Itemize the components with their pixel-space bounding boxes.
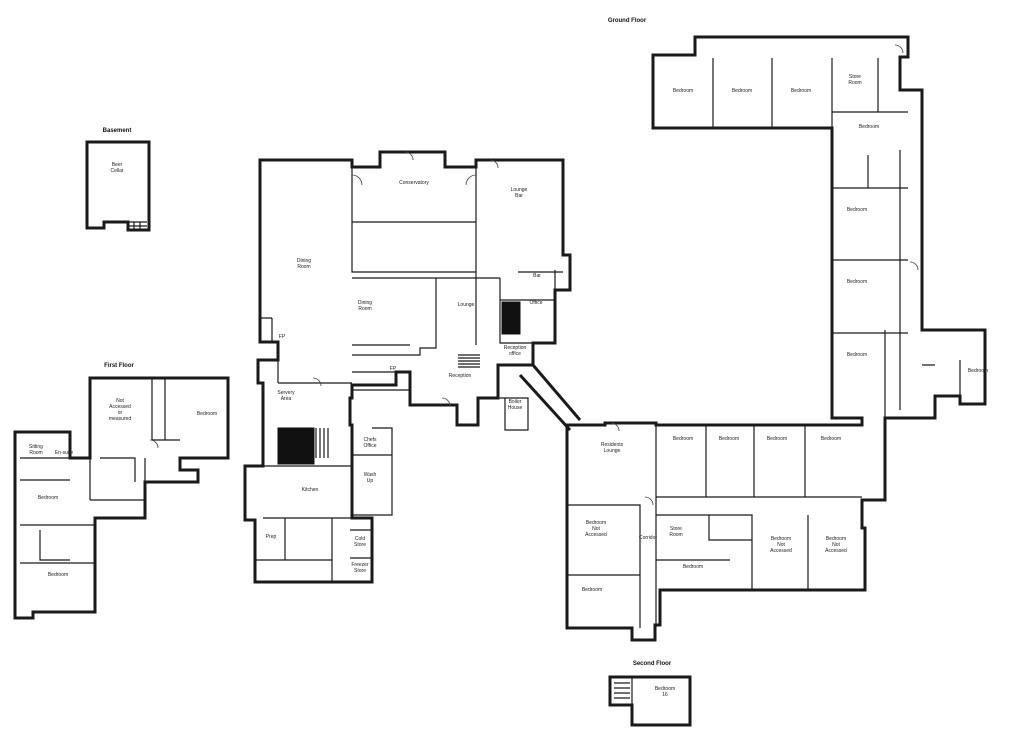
room-first-bedroom-2: Bedroom — [37, 495, 59, 501]
first-floor-title: First Floor — [104, 363, 134, 369]
room-bedroom-east-5: Bedroom — [846, 207, 868, 213]
room-fp-1: FP — [278, 334, 286, 340]
room-bedroom-east-1: Bedroom — [672, 88, 694, 94]
doors — [149, 44, 919, 506]
room-cold-store: Cold Store — [354, 536, 366, 548]
room-bedroom-east-2: Bedroom — [731, 88, 753, 94]
room-beer-cellar: Beer Cellar — [110, 162, 124, 174]
room-servery: Servery Area — [277, 390, 295, 402]
main-building — [243, 150, 572, 584]
room-bedroom-east-7: Bedroom — [846, 352, 868, 358]
room-first-bedroom-1: Bedroom — [196, 411, 218, 417]
room-prep: Prep — [265, 534, 277, 540]
room-first-bedroom-3: Bedroom — [47, 572, 69, 578]
room-residents-lounge: Residents Lounge — [600, 442, 624, 454]
room-bedroom-east-6: Bedroom — [846, 279, 868, 285]
basement-title: Basement — [102, 128, 132, 134]
room-bedroom-16: Bedroom 16 — [654, 686, 676, 698]
room-freezer-store: Freezer Store — [351, 562, 369, 574]
room-kitchen: Kitchen — [301, 487, 319, 493]
room-dining-2: Dining Room — [357, 300, 373, 312]
room-first-not-accessed: Not Accessed or measured — [108, 398, 132, 422]
room-fp-2: FP — [389, 366, 397, 372]
room-bedroom-not-accessed-3: Bedroom Not Accessed — [825, 536, 847, 554]
room-bedroom-east-8: Bedroom — [967, 368, 989, 374]
room-bedroom-south-4: Bedroom — [820, 436, 842, 442]
room-bedroom-not-accessed-1: Bedroom Not Accessed — [585, 520, 607, 538]
first-floor-plan — [13, 376, 230, 620]
second-floor-title: Second Floor — [632, 661, 672, 667]
basement-plan — [85, 140, 151, 232]
ground-floor-title: Ground Floor — [607, 18, 647, 24]
room-lounge: Lounge — [457, 302, 475, 308]
link-corridor — [518, 364, 582, 432]
room-bedroom-south-3: Bedroom — [766, 436, 788, 442]
room-boiler-house: Boiler House — [507, 399, 523, 411]
room-wash-up: Wash Up — [363, 472, 377, 484]
room-en-suite: En-suite — [54, 450, 74, 456]
room-dining-1: Dining Room — [296, 258, 312, 270]
second-floor-plan — [608, 675, 692, 727]
room-chefs-office: Chefs Office — [363, 437, 377, 449]
room-bedroom-south-2: Bedroom — [718, 436, 740, 442]
room-store-bottom: Store Room — [669, 526, 683, 538]
room-bedroom-not-accessed-2: Bedroom Not Accessed — [770, 536, 792, 554]
room-reception-office: Reception office — [503, 345, 527, 357]
room-sitting-room: Sitting Room — [29, 444, 43, 456]
room-bar: Bar — [533, 273, 541, 279]
room-lounge-bar: Lounge Bar — [510, 187, 528, 199]
room-reception: Reception — [448, 373, 472, 379]
room-bedroom-east-4: Bedroom — [858, 124, 880, 130]
room-bedroom-east-3: Bedroom — [790, 88, 812, 94]
room-office: Office — [529, 300, 543, 306]
room-store-top: Store Room — [848, 74, 862, 86]
room-bedroom-south-6: Bedroom — [581, 587, 603, 593]
room-corridor: Corridor — [638, 535, 658, 541]
room-bedroom-south-5: Bedroom — [682, 564, 704, 570]
room-bedroom-south-1: Bedroom — [672, 436, 694, 442]
east-wing — [565, 35, 987, 642]
room-conservatory: Conservatory — [399, 180, 429, 186]
